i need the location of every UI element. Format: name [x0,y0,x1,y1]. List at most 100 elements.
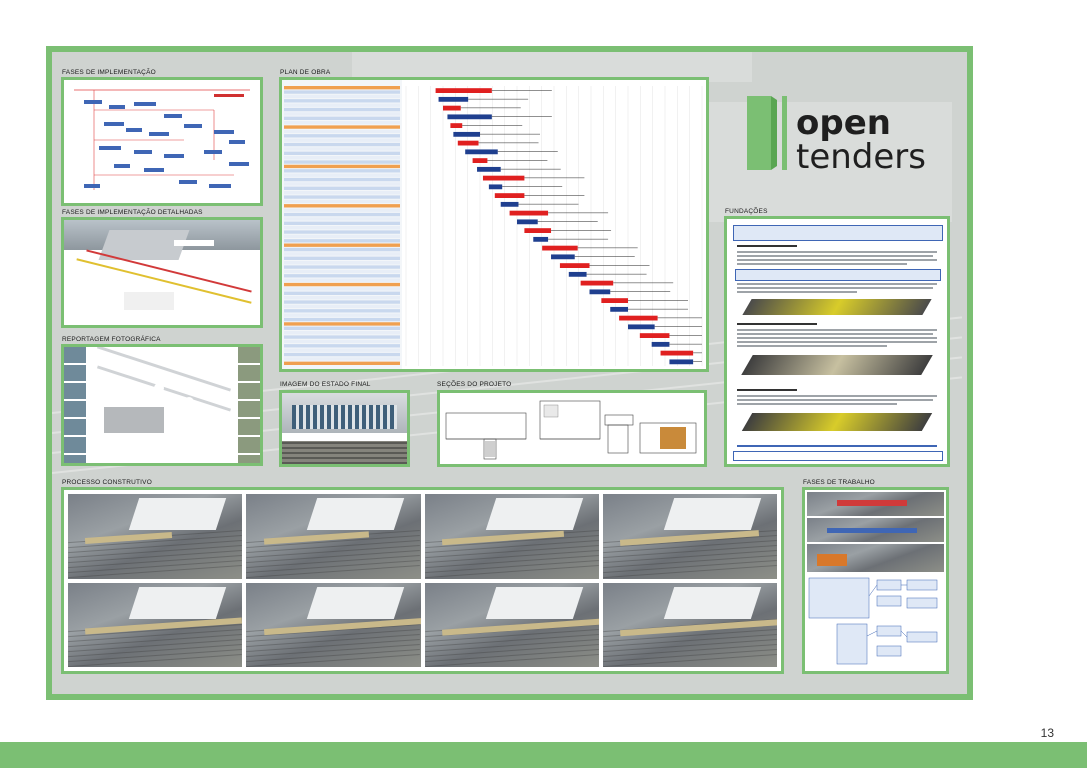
plan-obra-panel [279,77,709,372]
gantt-table-row [284,90,400,94]
gantt-table-row [284,252,400,256]
gantt-bar [472,158,488,163]
gantt-table-row [284,352,400,357]
label-fundacoes: FUNDAÇÕES [725,208,768,215]
gantt-bar [509,210,549,216]
gantt-table-row [284,344,400,348]
logo-word-tenders: tenders [796,137,926,177]
gantt-bar [500,201,519,207]
processo-render [68,494,243,579]
fases-trabalho-diagram [808,577,938,665]
fases-trabalho-panel [802,487,949,674]
gantt-table-row [284,208,400,212]
gantt-table-row [284,261,400,265]
gantt-table-row [284,121,400,125]
gantt-bar [494,193,525,198]
gantt-bar [669,359,694,365]
gantt-bar [619,315,658,321]
gantt-bar [517,219,538,225]
gantt-table-row [284,125,400,129]
gantt-table-row [284,186,400,190]
gantt-table-row [284,112,400,116]
imagem-final-render [282,393,407,464]
gantt-table-row [284,291,400,295]
gantt-table-row [284,177,400,182]
gantt-bar [453,131,480,137]
gantt-table-row [284,217,400,221]
processo-render [246,582,421,667]
gantt-table-row [284,296,400,300]
gantt-table-row [284,274,400,278]
label-plan-de-obra: PLAN DE OBRA [280,69,331,76]
gantt-bar [551,254,575,260]
gantt-table-row [284,247,400,252]
gantt-bar [542,245,578,251]
gantt-bar [482,175,525,181]
gantt-table-row [284,361,400,365]
logo-word-open: open [796,103,891,143]
processo-render [424,494,599,579]
gantt-table-row [284,134,400,138]
gantt-bar [488,184,503,190]
gantt-table-row [284,195,400,199]
gantt-table-row [284,86,400,90]
plan-obra-gantt [282,80,706,369]
gantt-table-row [284,309,400,313]
gantt-bar [533,236,549,242]
gantt-table-row [284,278,400,282]
gantt-bar [589,289,611,295]
fundacoes-document [727,219,947,464]
gantt-table-row [284,331,400,335]
gantt-table-row [284,239,400,243]
gantt-table-row [284,234,400,239]
gantt-table-row [284,151,400,155]
processo-render [424,582,599,667]
gantt-chart-svg [282,80,703,369]
gantt-table-row [284,94,400,99]
processo-render [602,582,777,667]
gantt-table-row [284,107,400,112]
gantt-bar [559,263,590,268]
gantt-table-row [284,204,400,208]
fases-impl-svg [74,89,250,190]
open-tenders-logo-bar [782,96,787,170]
gantt-table-row [284,269,400,274]
processo-render [246,494,421,579]
fases-trabalho-image-2 [807,518,944,542]
gantt-bar [639,333,670,338]
processo-render [68,582,243,667]
gantt-bar [524,228,552,233]
gantt-bar [450,123,463,128]
gantt-bar [660,350,694,356]
label-secoes: SEÇÕES DO PROJETO [437,381,512,388]
gantt-table-row [284,160,400,164]
gantt-table-row [284,191,400,195]
gantt-bar [580,280,614,286]
gantt-table-row [284,256,400,260]
label-imagem-final: IMAGEM DO ESTADO FINAL [280,381,371,388]
gantt-table-row [284,339,400,344]
open-tenders-logo-door-icon [747,96,777,170]
fundacoes-panel [724,216,950,467]
gantt-table-row [284,300,400,304]
gantt-table-row [284,322,400,326]
fases-impl-diagram [64,80,260,203]
reportagem-aerial-photo [64,347,260,463]
gantt-table-row [284,287,400,291]
gantt-table-row [284,348,400,352]
label-fases-trabalho: FASES DE TRABALHO [803,479,875,486]
secoes-drawings [440,393,704,464]
fases-detalhadas-panel [61,217,263,328]
gantt-table-row [284,103,400,107]
gantt-bar [628,324,655,330]
label-fases-detalhadas: FASES DE IMPLEMENTAÇÃO DETALHADAS [62,209,203,216]
label-reportagem: REPORTAGEM FOTOGRÁFICA [62,336,161,343]
gantt-table-row [284,147,400,151]
gantt-table-row [284,357,400,361]
gantt-table-row [284,182,400,186]
gantt-bar [651,341,670,347]
gantt-bar [477,166,501,172]
gantt-table-row [284,304,400,309]
gantt-bar [435,88,492,93]
processo-panel [61,487,784,674]
